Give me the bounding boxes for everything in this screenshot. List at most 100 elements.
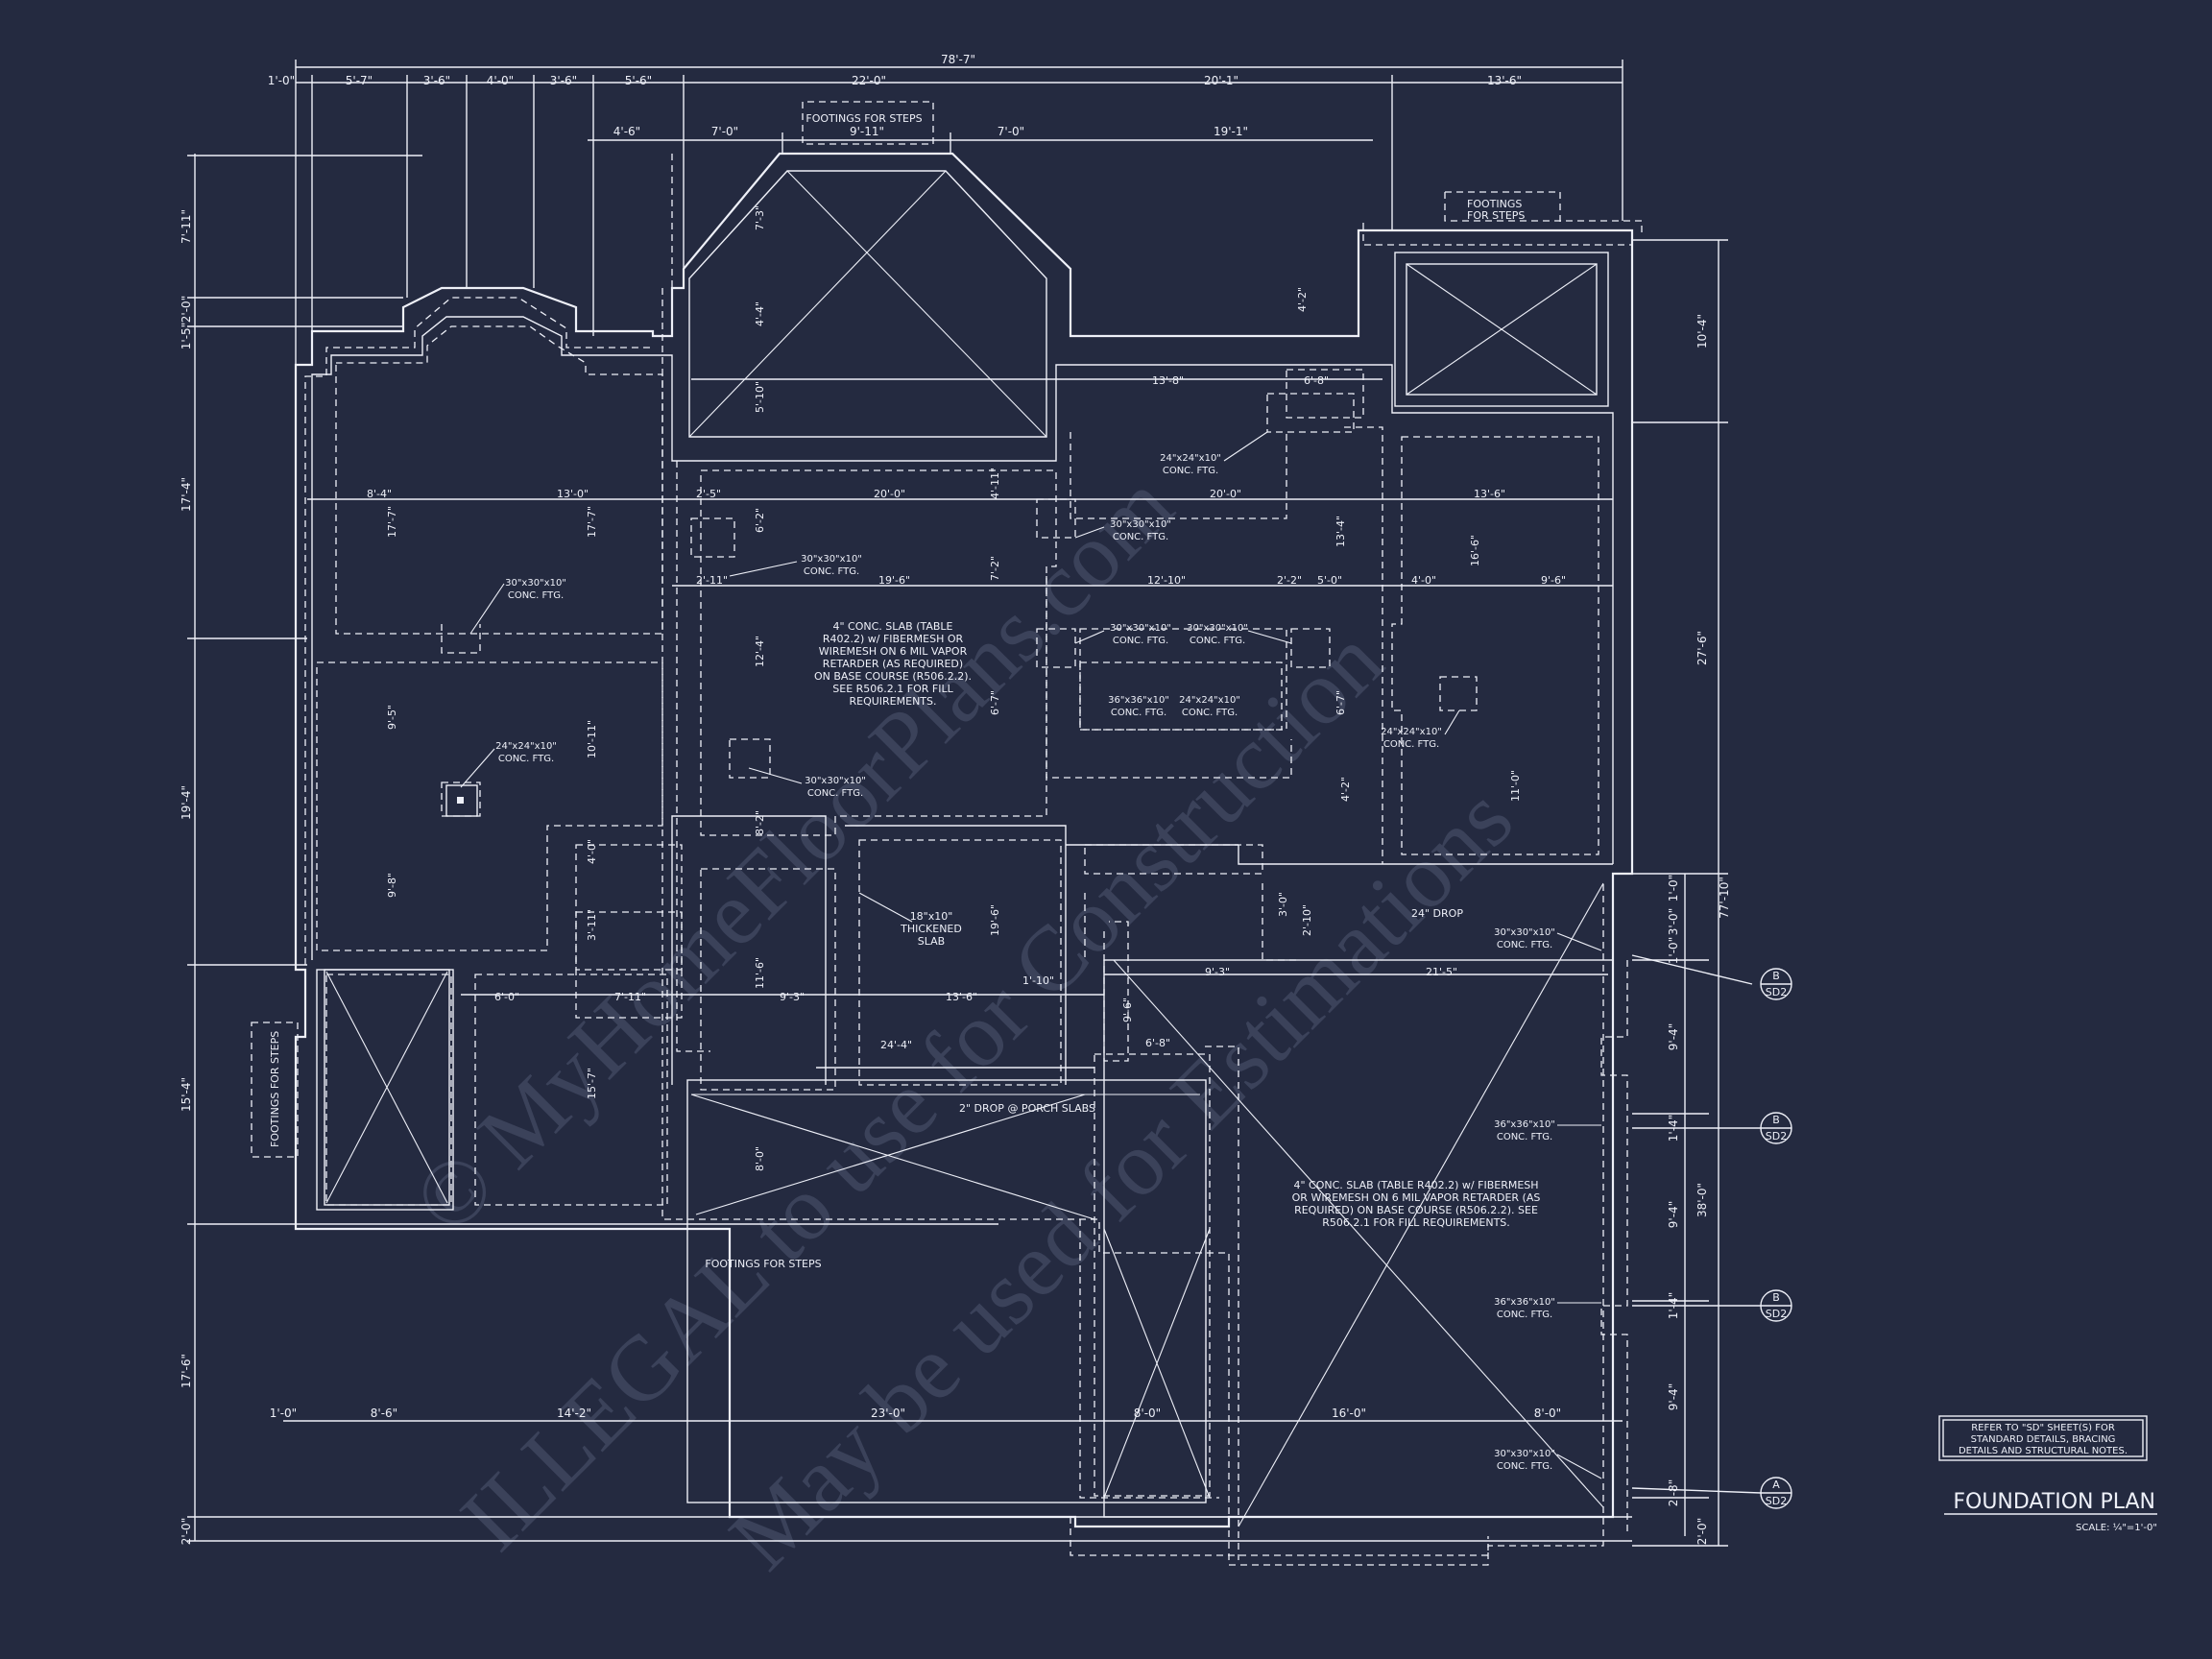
left-dimensions: 7'-11" 2'-0" 1'-5" 17'-4" 19'-4" 15'-4" … — [180, 209, 193, 1545]
svg-text:30"x30"x10": 30"x30"x10" — [1494, 927, 1555, 938]
dim: 2'-0" — [180, 296, 193, 323]
svg-text:STANDARD DETAILS, BRACING: STANDARD DETAILS, BRACING — [1971, 1434, 2116, 1445]
dim: 9'-3" — [1205, 966, 1230, 978]
dim: 1'-10" — [1022, 974, 1054, 987]
dim: 17'-7" — [586, 506, 598, 538]
svg-text:CONC. FTG.: CONC. FTG. — [1163, 466, 1218, 476]
svg-text:CONC. FTG.: CONC. FTG. — [1383, 739, 1439, 750]
dim: 19'-6" — [878, 574, 910, 587]
svg-text:CONC. FTG.: CONC. FTG. — [1497, 1132, 1552, 1142]
dim: 4'-0" — [586, 839, 598, 864]
dim: 9'-6" — [1121, 998, 1134, 1022]
dim: 19'-1" — [1214, 125, 1248, 138]
dim: 9'-3" — [780, 991, 805, 1003]
interior-dimensions: 8'-4" 13'-0" 2'-5" 20'-0" 13'-8" 6'-8" 2… — [307, 205, 1613, 1171]
dim: 8'-0" — [1134, 1407, 1161, 1420]
svg-text:30"x30"x10": 30"x30"x10" — [505, 578, 566, 589]
dim: 2'-5" — [696, 488, 721, 500]
dim: 7'-3" — [754, 205, 766, 230]
dim: 21'-5" — [1426, 966, 1457, 978]
footing-callout: 36"x36"x10"CONC. FTG. — [1108, 695, 1169, 718]
dim: 8'-0" — [1534, 1407, 1561, 1420]
svg-text:18"x10": 18"x10" — [910, 910, 953, 923]
dim: 38'-0" — [1695, 1183, 1709, 1217]
dim: 20'-0" — [874, 488, 905, 500]
footing-callout: 24"x24"x10"CONC. FTG. — [1179, 695, 1240, 718]
svg-text:RETARDER (AS REQUIRED): RETARDER (AS REQUIRED) — [823, 658, 963, 670]
section-marker: A SD2 — [1631, 1477, 1792, 1509]
dim: 20'-1" — [1204, 74, 1238, 87]
svg-text:30"x30"x10": 30"x30"x10" — [801, 554, 862, 565]
dim: 11'-0" — [1509, 770, 1522, 802]
dim: 22'-0" — [852, 74, 886, 87]
footing-outlines — [251, 101, 1643, 1566]
label-steps-right-1: FOOTINGS — [1467, 198, 1522, 210]
dim: 2'-8" — [1667, 1479, 1680, 1506]
dim: 13'-4" — [1334, 516, 1347, 547]
dim: 20'-0" — [1210, 488, 1241, 500]
footing-callout: 30"x30"x10"CONC. FTG. — [1074, 623, 1171, 646]
svg-text:30"x30"x10": 30"x30"x10" — [1110, 623, 1171, 634]
label-steps-right-2: FOR STEPS — [1467, 209, 1525, 222]
dim: 27'-6" — [1695, 631, 1709, 665]
svg-text:B: B — [1772, 970, 1780, 982]
dim: 5'-0" — [1317, 574, 1342, 587]
dim: 4'-6" — [613, 125, 640, 138]
footing-callout: 24"x24"x10"CONC. FTG. — [460, 741, 557, 788]
dim: 1'-5" — [180, 323, 193, 349]
dim: 9'-8" — [386, 873, 398, 898]
dim: 13'-8" — [1152, 374, 1184, 387]
svg-text:SD2: SD2 — [1766, 986, 1787, 998]
dim: 16'-6" — [1469, 535, 1481, 566]
svg-text:REQUIREMENTS.: REQUIREMENTS. — [849, 695, 936, 708]
svg-text:CONC. FTG.: CONC. FTG. — [498, 754, 554, 764]
dim: 4'-2" — [1296, 287, 1309, 312]
svg-text:CONC. FTG.: CONC. FTG. — [807, 788, 863, 799]
dim: 5'-10" — [754, 381, 766, 413]
dim: 5'-7" — [346, 74, 373, 87]
bottom-dimensions: 1'-0" 8'-6" 14'-2" 23'-0" 8'-0" 16'-0" 8… — [270, 1407, 1561, 1420]
dim: 2'-10" — [1301, 904, 1313, 936]
dim: 8'-0" — [754, 1146, 766, 1171]
svg-text:CONC. FTG.: CONC. FTG. — [1497, 940, 1552, 950]
svg-text:4" CONC. SLAB (TABLE R402.2) w: 4" CONC. SLAB (TABLE R402.2) w/ FIBERMES… — [1293, 1179, 1538, 1191]
right-dimensions: 10'-4" 27'-6" 77'-10" 1'-0" 3'-0" 1'-0" … — [1667, 314, 1731, 1545]
dim: 6'-2" — [754, 508, 766, 533]
svg-text:DETAILS AND STRUCTURAL NOTES.: DETAILS AND STRUCTURAL NOTES. — [1959, 1446, 2128, 1456]
svg-text:A: A — [1772, 1479, 1780, 1491]
dim: 13'-6" — [946, 991, 977, 1003]
dim: 2'-0" — [180, 1518, 193, 1545]
svg-text:REFER TO "SD" SHEET(S) FOR: REFER TO "SD" SHEET(S) FOR — [1971, 1423, 2115, 1433]
dim: 23'-0" — [871, 1407, 905, 1420]
dim: 6'-8" — [1304, 374, 1329, 387]
dim: 15'-4" — [180, 1077, 193, 1112]
svg-text:SEE R506.2.1 FOR FILL: SEE R506.2.1 FOR FILL — [832, 683, 953, 695]
dim: 14'-2" — [557, 1407, 591, 1420]
dim: 9'-5" — [386, 705, 398, 730]
dim: 6'-8" — [1145, 1037, 1170, 1049]
svg-text:SD2: SD2 — [1766, 1308, 1787, 1320]
svg-text:CONC. FTG.: CONC. FTG. — [508, 590, 564, 601]
dim: 17'-6" — [180, 1354, 193, 1388]
general-note: REFER TO "SD" SHEET(S) FOR STANDARD DETA… — [1938, 1415, 2148, 1461]
dim: 2'-2" — [1277, 574, 1302, 587]
svg-text:SD2: SD2 — [1766, 1130, 1787, 1142]
top-dimensions: 78'-7" 1'-0" 5'-7" 3'-6" 4'-0" 3'-6" 5'-… — [268, 53, 1522, 138]
dim: 3'-11" — [586, 909, 598, 941]
dim: 13'-6" — [1487, 74, 1522, 87]
svg-text:OR WIREMESH ON 6 MIL VAPOR RET: OR WIREMESH ON 6 MIL VAPOR RETARDER (AS — [1292, 1191, 1541, 1204]
footing-callout: 30"x30"x10"CONC. FTG. — [469, 578, 566, 635]
footing-pad-center — [457, 797, 464, 804]
svg-text:30"x30"x10": 30"x30"x10" — [805, 776, 866, 786]
svg-text:WIREMESH ON 6 MIL VAPOR: WIREMESH ON 6 MIL VAPOR — [819, 645, 968, 658]
dim: 10'-11" — [586, 720, 598, 758]
footing-callout: 36"x36"x10"CONC. FTG. — [1494, 1119, 1601, 1142]
dim: 9'-4" — [1667, 1383, 1680, 1410]
thickened-slab-label: 18"x10" THICKENED SLAB — [858, 892, 962, 948]
foundation-walls — [294, 152, 1634, 1528]
dim: 17'-7" — [386, 506, 398, 538]
dim: 2'-0" — [1695, 1518, 1709, 1545]
footing-callout: 36"x36"x10"CONC. FTG. — [1494, 1297, 1601, 1320]
footing-callout: 30"x30"x10"CONC. FTG. — [1494, 1449, 1602, 1479]
svg-text:24"x24"x10": 24"x24"x10" — [1381, 727, 1442, 737]
